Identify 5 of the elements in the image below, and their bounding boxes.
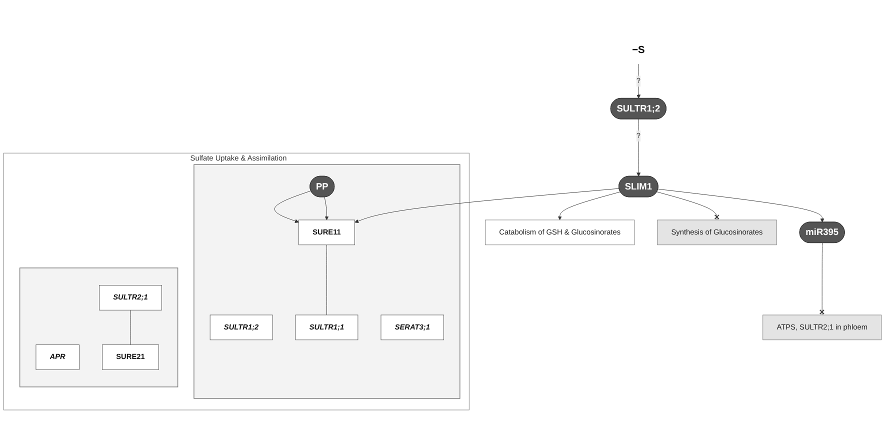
node-text: −S [632,44,645,56]
cluster [19,268,178,388]
cluster [194,164,460,399]
connector [326,244,327,316]
connector [130,310,131,345]
